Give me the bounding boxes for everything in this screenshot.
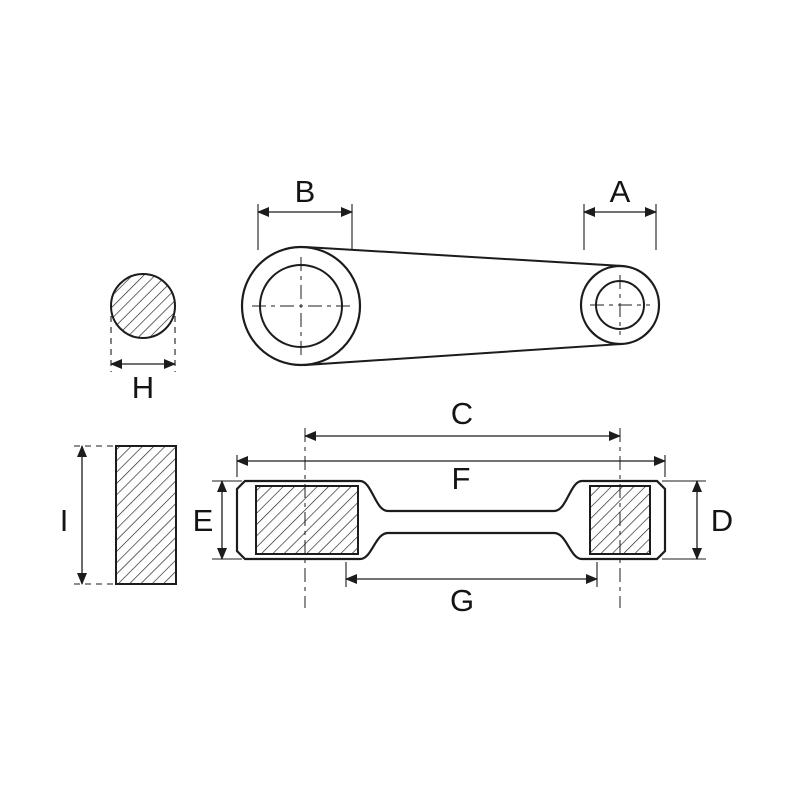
pin-section-circle xyxy=(110,273,176,339)
label-A: A xyxy=(610,174,631,209)
label-E: E xyxy=(193,503,214,538)
dim-H: H xyxy=(110,316,176,405)
label-B: B xyxy=(295,174,316,209)
big-end-section-view xyxy=(115,445,177,585)
pin-section-view xyxy=(110,273,176,339)
label-F: F xyxy=(452,461,471,496)
dim-D: D xyxy=(662,480,733,560)
dim-C: C xyxy=(304,396,621,441)
rod-top-view xyxy=(240,245,661,367)
dim-E: E xyxy=(193,480,242,560)
label-C: C xyxy=(451,396,473,431)
label-H: H xyxy=(132,370,154,405)
dim-I: I xyxy=(60,445,118,585)
label-G: G xyxy=(450,583,474,618)
big-end-hatched-block xyxy=(255,485,359,555)
dim-F: F xyxy=(236,455,666,496)
rod-side-view xyxy=(235,428,667,608)
dim-A: A xyxy=(583,174,657,250)
big-end-section-rect xyxy=(115,445,177,585)
label-D: D xyxy=(711,503,733,538)
dim-G: G xyxy=(345,562,598,618)
dim-B: B xyxy=(257,174,353,250)
label-I: I xyxy=(60,503,69,538)
